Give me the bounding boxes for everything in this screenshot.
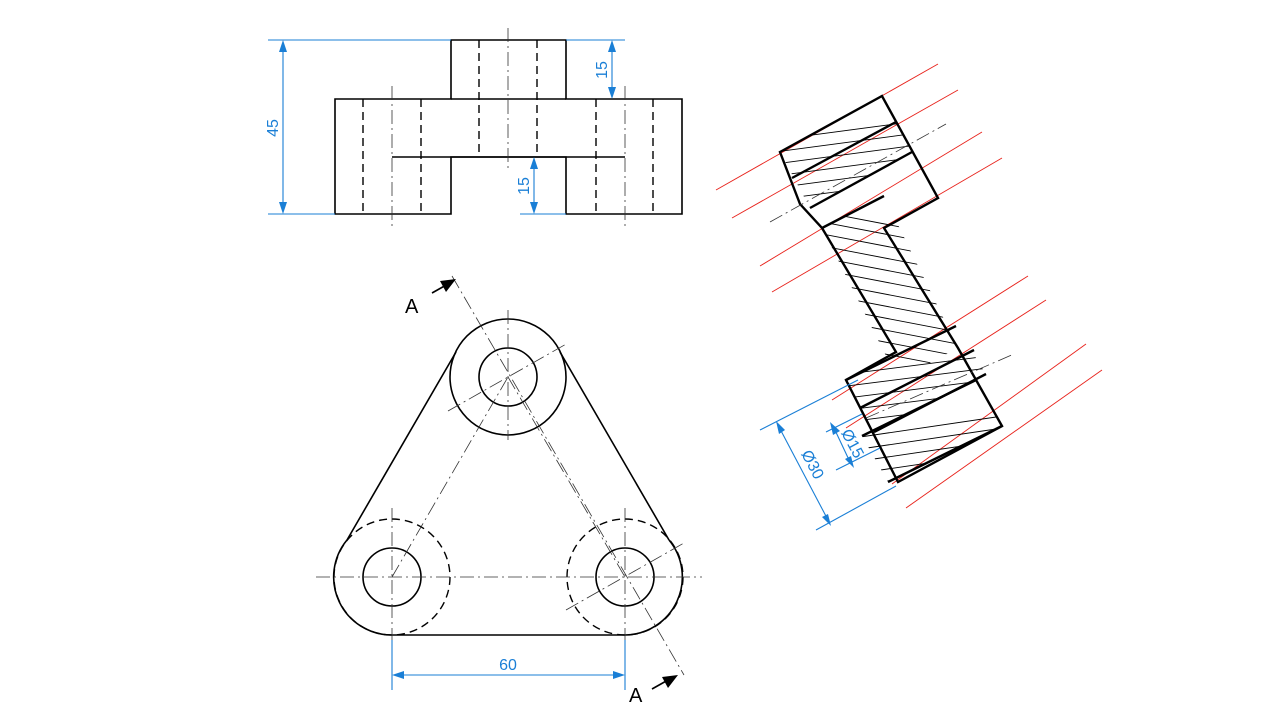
- dimension-overall-height: 45: [265, 39, 451, 215]
- outer-arc-left: [332, 539, 393, 636]
- section-view: [715, 63, 1103, 509]
- center-line: [565, 542, 685, 611]
- cutting-arrow-head-bottom: [662, 675, 678, 688]
- tangent-edge-right: [559, 351, 670, 541]
- hatch-upper: [780, 109, 912, 208]
- dimension-boss-height: 15: [566, 39, 625, 99]
- front-view-outline: [334, 39, 683, 215]
- dimension-slot-height: 15: [516, 157, 566, 215]
- hatch-middle: [822, 199, 958, 380]
- dimension-inner-diameter: Ø15: [825, 413, 881, 471]
- cutting-arrow-head-top: [440, 279, 456, 292]
- section-label-bottom: A: [629, 685, 643, 707]
- center-line: [447, 342, 569, 412]
- outer-arc-right: [624, 539, 684, 636]
- center-line: [507, 376, 626, 578]
- dimension-text-15-top: 15: [594, 61, 611, 79]
- dimension-hole-spacing: 60: [391, 640, 626, 690]
- section-label-top: A: [405, 296, 419, 318]
- cutting-plane-line: [451, 275, 685, 676]
- top-view: A A: [316, 275, 702, 707]
- dimension-text-60: 60: [499, 657, 517, 674]
- front-view: [334, 28, 683, 228]
- dimension-outer-diameter: Ø30: [759, 379, 897, 531]
- center-line: [391, 376, 509, 578]
- dimension-text-45: 45: [265, 119, 282, 137]
- tangent-edge-left: [346, 351, 457, 541]
- dimension-text-d30: Ø30: [797, 448, 826, 483]
- dimension-text-15-bottom: 15: [516, 177, 533, 195]
- hatch-lower: [846, 351, 986, 429]
- section-outline: [778, 94, 1004, 484]
